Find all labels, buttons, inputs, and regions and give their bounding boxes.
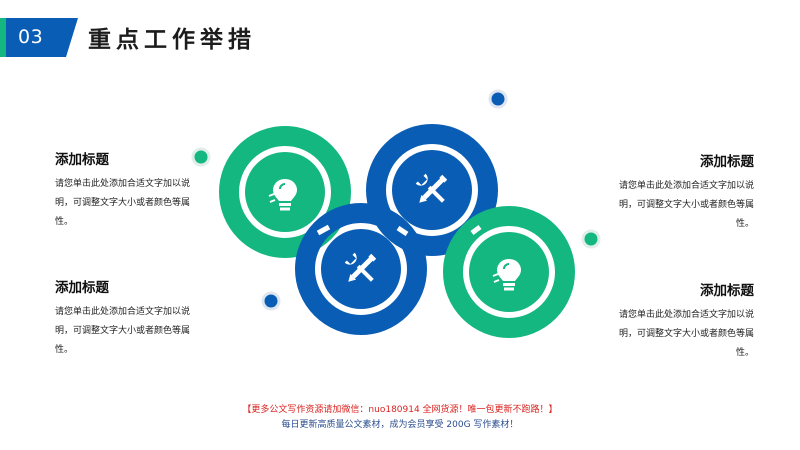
- page-title: 重点工作举措: [88, 27, 256, 53]
- section-number-badge: [0, 18, 78, 57]
- block-desc: 请您单击此处添加合适文字加以说明，可调整文字大小或者颜色等属性。: [618, 181, 754, 229]
- block-title: 添加标题: [700, 154, 754, 170]
- footer-promo: 【更多公文写作资源请加微信：nuo180914 全网货源！唯一包更新不跑路！】: [242, 405, 558, 415]
- block-title: 添加标题: [55, 280, 109, 296]
- decor-dot: [191, 147, 211, 167]
- block-desc: 请您单击此处添加合适文字加以说明，可调整文字大小或者颜色等属性。: [618, 310, 754, 358]
- block-desc: 请您单击此处添加合适文字加以说明，可调整文字大小或者颜色等属性。: [55, 179, 191, 227]
- ring-4: [443, 206, 575, 338]
- text-block-3: 添加标题 请您单击此处添加合适文字加以说明，可调整文字大小或者颜色等属性。: [604, 150, 754, 234]
- ring-2: [295, 203, 427, 335]
- decor-dot: [488, 89, 508, 109]
- block-desc: 请您单击此处添加合适文字加以说明，可调整文字大小或者颜色等属性。: [55, 307, 191, 355]
- section-number: 03: [18, 26, 44, 48]
- decor-dot: [261, 291, 281, 311]
- decor-dot: [581, 229, 601, 249]
- footer-note: 每日更新高质量公文素材，成为会员享受 200G 写作素材！: [281, 420, 519, 430]
- block-title: 添加标题: [700, 283, 754, 299]
- text-block-1: 添加标题 请您单击此处添加合适文字加以说明，可调整文字大小或者颜色等属性。: [55, 148, 205, 232]
- ring-3: [366, 124, 498, 256]
- ring-1: [219, 126, 351, 258]
- block-title: 添加标题: [55, 152, 109, 168]
- text-block-4: 添加标题 请您单击此处添加合适文字加以说明，可调整文字大小或者颜色等属性。: [604, 279, 754, 363]
- text-block-2: 添加标题 请您单击此处添加合适文字加以说明，可调整文字大小或者颜色等属性。: [55, 276, 205, 360]
